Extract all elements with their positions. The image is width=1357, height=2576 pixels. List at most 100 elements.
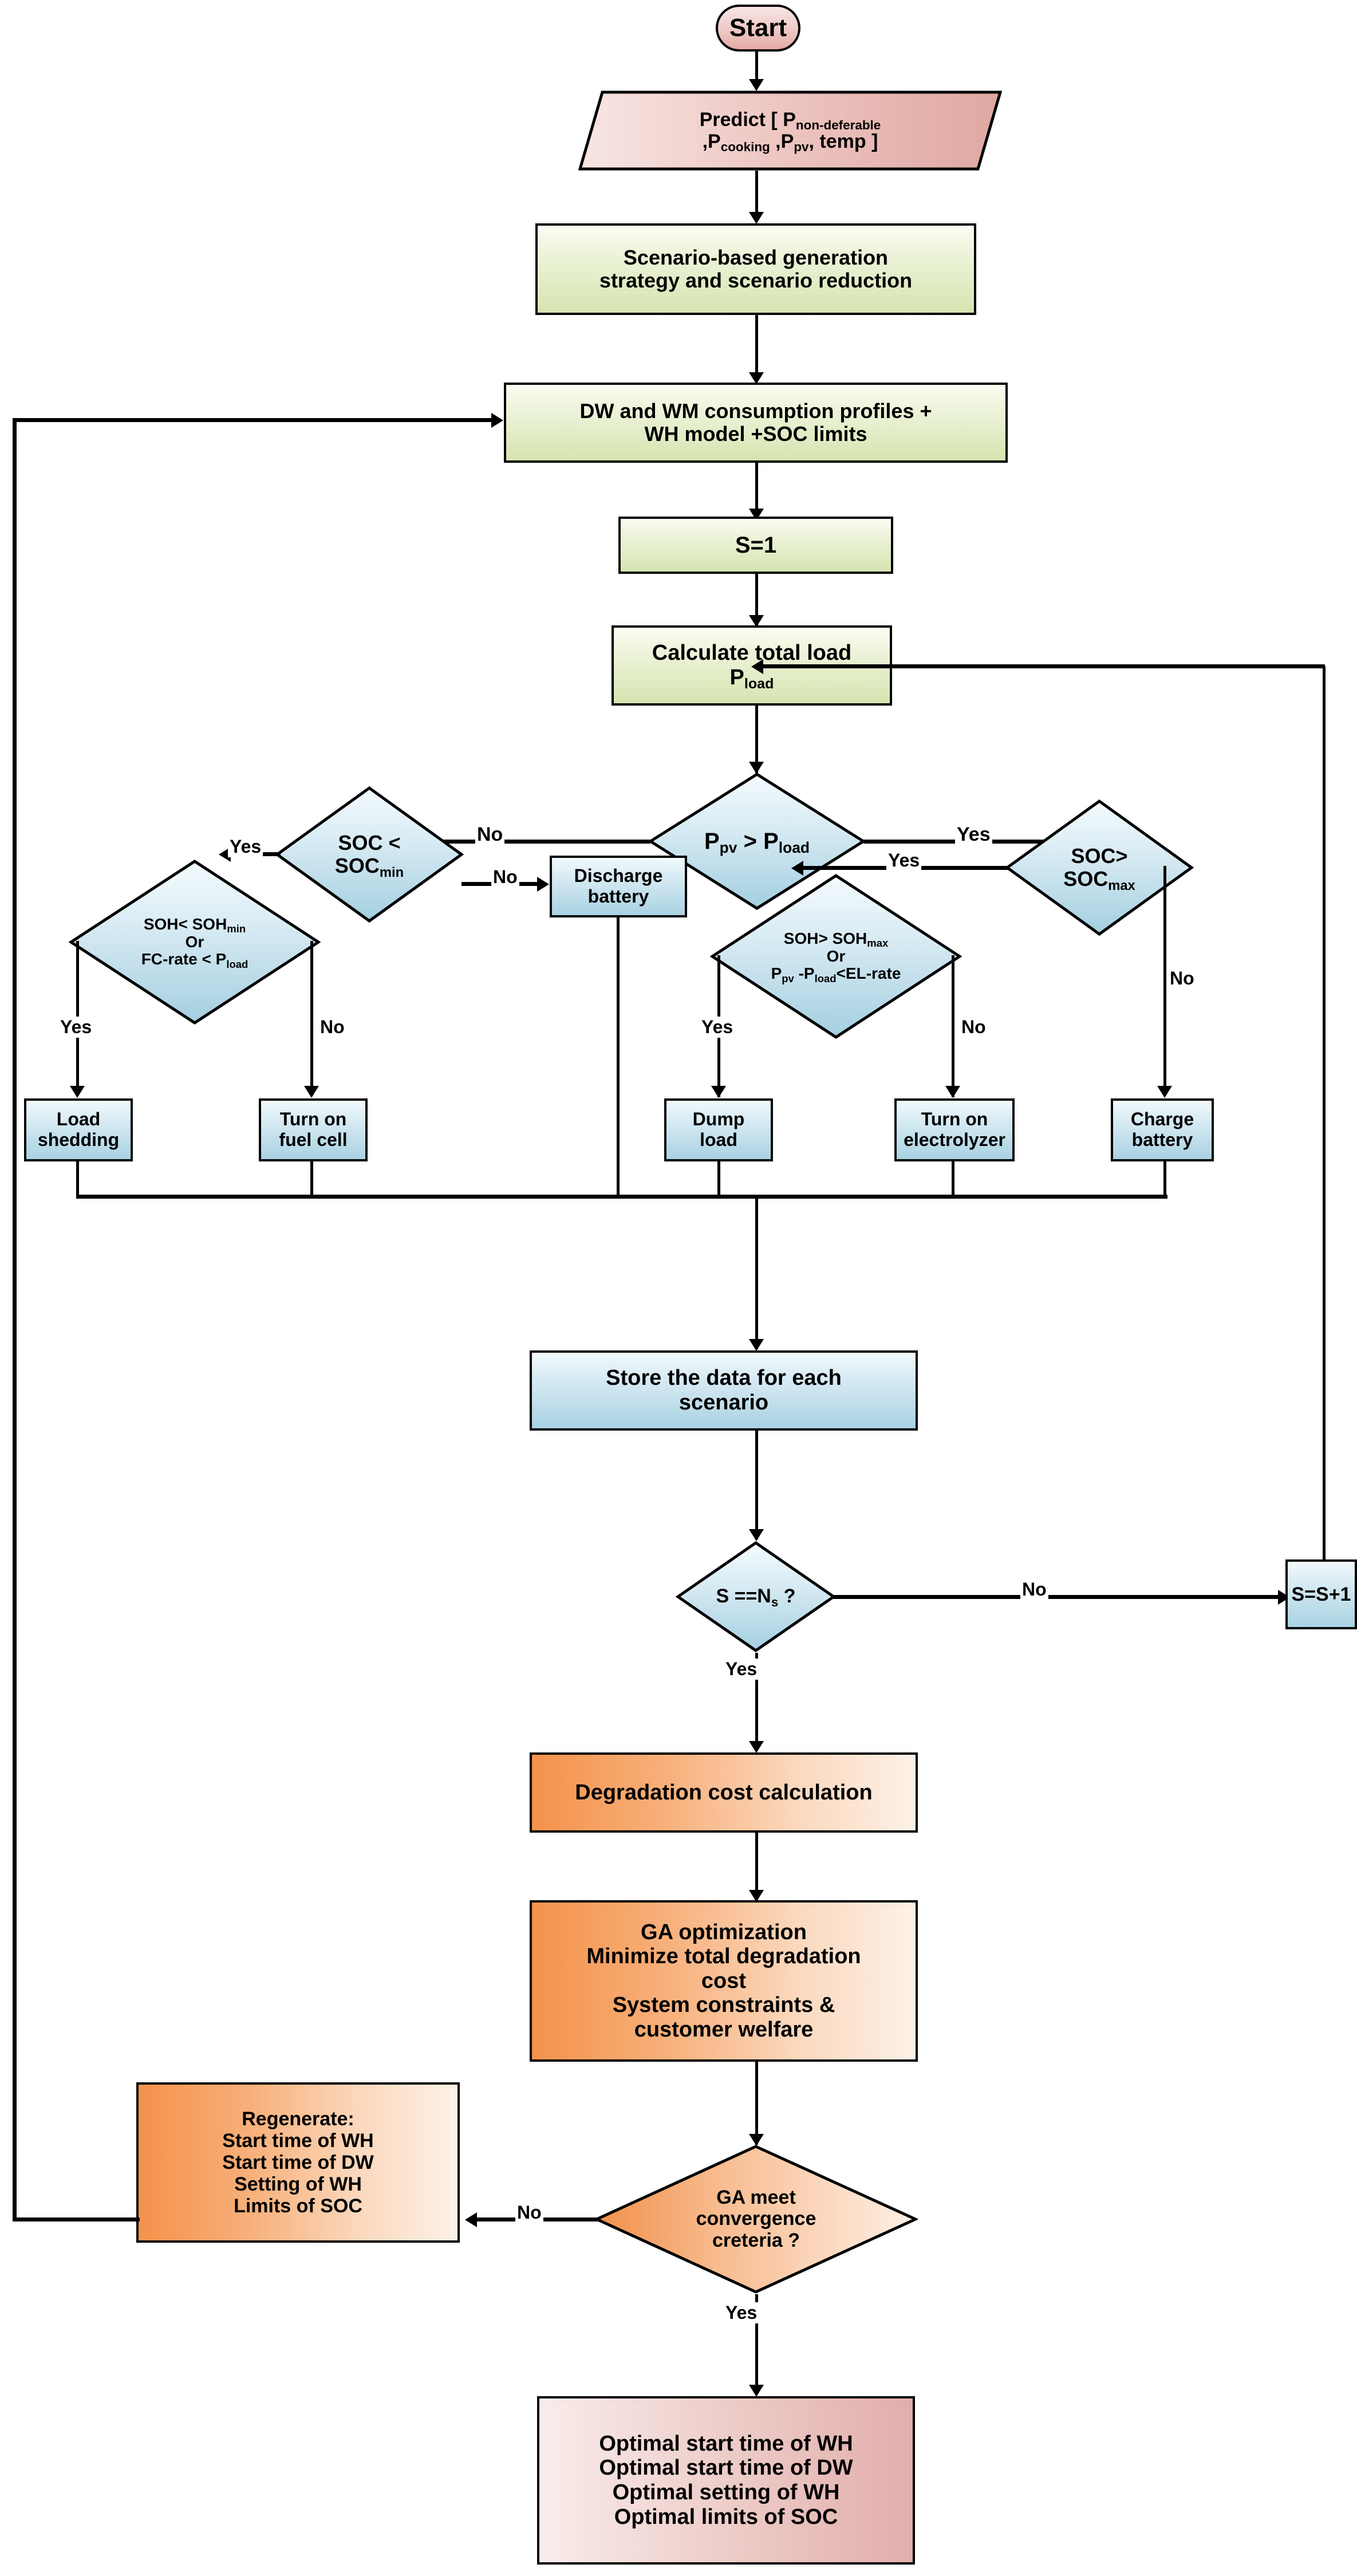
node-store-data[interactable]: Store the data for each scenario (530, 1350, 918, 1431)
edge-fuelcell-down (310, 1161, 313, 1198)
label-sns-no: No (1020, 1579, 1048, 1600)
predict-sub2a: cooking (720, 140, 770, 155)
scenario-line1: Scenario-based generation (623, 245, 889, 269)
node-decision-s-equals-ns[interactable]: S ==Ns ? (676, 1541, 836, 1653)
arrowhead-sohmax-no (945, 1086, 960, 1098)
edge-sns-yes-vertical (755, 1653, 758, 1750)
socmax-sub: max (1108, 877, 1135, 893)
node-ga-optimization[interactable]: GA optimization Minimize total degradati… (530, 1900, 918, 2062)
predict-sub2b: pv (794, 140, 809, 155)
node-load-shedding[interactable]: Load shedding (24, 1098, 133, 1161)
node-decision-soh-gt-max[interactable]: SOH> SOHmax Or Ppv -Pload<EL-rate (710, 873, 962, 1039)
node-s-init[interactable]: S=1 (618, 517, 893, 574)
sns-t1: S ==N (716, 1585, 771, 1608)
arrowhead-scenario-to-profiles (749, 372, 764, 384)
edge-regenerate-up-vertical (13, 418, 17, 2219)
edge-degradation-to-ga (755, 1833, 758, 1901)
edge-sinit-to-calcload (755, 574, 758, 625)
node-regenerate[interactable]: Regenerate: Start time of WH Start time … (136, 2082, 460, 2243)
edge-loadshedding-down (76, 1161, 79, 1198)
label-socmax-yes: Yes (886, 850, 922, 871)
arrowhead-socmin-yes (219, 847, 231, 862)
edge-start-to-predict (755, 50, 758, 84)
sohmin-l1a: SOH< SOH (143, 915, 227, 933)
sns-t2: ? (778, 1585, 796, 1608)
predict-line2b: ,P (770, 131, 794, 152)
label-ppv-yes: Yes (955, 824, 992, 846)
edge-merge-to-store (755, 1195, 758, 1349)
node-decision-soh-lt-min[interactable]: SOH< SOHmin Or FC-rate < Pload (69, 859, 321, 1025)
sohmax-sub1: max (867, 936, 889, 949)
regen-line5: Limits of SOC (234, 2195, 362, 2217)
node-scenario-generation[interactable]: Scenario-based generation strategy and s… (535, 223, 976, 315)
arrowhead-sns-yes (749, 1741, 764, 1753)
arrowhead-store-to-sns (749, 1529, 764, 1541)
label-socmin-yes: Yes (228, 836, 263, 857)
sohmax-l3b: -P (794, 964, 815, 983)
optimal-line4: Optimal limits of SOC (614, 2504, 838, 2529)
node-decision-soc-gt-max[interactable]: SOC> SOCmax (1005, 799, 1194, 936)
edge-profiles-to-sinit (755, 463, 758, 513)
regen-line4: Setting of WH (234, 2173, 362, 2196)
sohmin-line2: Or (185, 932, 204, 951)
node-decision-ppv-gt-pload[interactable]: Ppv > Pload (648, 772, 866, 911)
decision-sohmin-text: SOH< SOHmin Or FC-rate < Pload (69, 859, 321, 1025)
node-discharge-battery[interactable]: Discharge battery (550, 856, 687, 917)
node-turn-on-fuel-cell[interactable]: Turn on fuel cell (259, 1098, 368, 1161)
decision-ga-text: GA meet convergence creteria ? (594, 2144, 918, 2294)
label-sohmax-yes: Yes (700, 1017, 735, 1038)
diamond-shape (676, 1541, 836, 1653)
sohmax-line2: Or (826, 947, 846, 965)
node-turn-on-electrolyzer[interactable]: Turn on electrolyzer (894, 1098, 1015, 1161)
node-s-increment[interactable]: S=S+1 (1285, 1559, 1357, 1629)
predict-line1: Predict [ P (699, 108, 796, 131)
socmin-line2: SOCmin (334, 854, 404, 880)
decision-soc-min-text: SOC < SOCmin (275, 786, 464, 923)
label-ppv-no: No (475, 824, 505, 846)
arrowhead-predict-to-scenario (749, 212, 764, 224)
edge-sohmin-no-vertical (310, 941, 313, 1096)
edge-store-to-sns (755, 1431, 758, 1539)
gaopt-line2: Minimize total degradation (586, 1944, 861, 1969)
diamond-shape (648, 773, 866, 910)
edge-scenario-to-profiles (755, 315, 758, 378)
optimal-line2: Optimal start time of DW (599, 2456, 853, 2480)
fuelcell-line2: fuel cell (279, 1129, 348, 1150)
gaopt-line4: System constraints & (612, 1993, 835, 2018)
node-charge-battery[interactable]: Charge battery (1111, 1098, 1214, 1161)
calcload-line2: Pload (730, 665, 774, 692)
arrowhead-merge-to-store (749, 1339, 764, 1351)
sohmax-line3: Ppv -Pload<EL-rate (771, 964, 901, 984)
regen-line3: Start time of DW (222, 2151, 374, 2173)
label-sns-yes: Yes (724, 1659, 759, 1680)
discharge-line1: Discharge (574, 865, 663, 887)
sohmin-line1: SOH< SOHmin (143, 915, 246, 935)
label-ga-no: No (515, 2202, 543, 2223)
sohmax-sub3b: load (814, 972, 837, 984)
node-predict-text: Predict [ Pnon-deferable ,Pcooking ,Ppv,… (578, 108, 1002, 155)
node-start-label: Start (729, 14, 787, 42)
node-decision-soc-lt-min[interactable]: SOC < SOCmin (275, 786, 464, 923)
node-predict[interactable]: Predict [ Pnon-deferable ,Pcooking ,Ppv,… (578, 90, 1002, 171)
node-decision-ga-convergence[interactable]: GA meet convergence creteria ? (594, 2144, 918, 2294)
arrowhead-sohmax-yes (711, 1086, 726, 1098)
label-socmax-no: No (1168, 968, 1196, 989)
edge-discharge-down (617, 917, 620, 1198)
node-consumption-profiles[interactable]: DW and WM consumption profiles + WH mode… (504, 383, 1008, 463)
node-start[interactable]: Start (716, 5, 800, 52)
arrowhead-regenerate-feedback (491, 413, 503, 428)
sohmax-l3c: <EL-rate (836, 964, 901, 983)
node-dump-load[interactable]: Dump load (664, 1098, 773, 1161)
sohmax-l3a: P (771, 964, 782, 983)
node-degradation-cost[interactable]: Degradation cost calculation (530, 1752, 918, 1833)
sohmax-sub3a: pv (782, 972, 794, 984)
node-optimal-results[interactable]: Optimal start time of WH Optimal start t… (537, 2396, 915, 2565)
socmax-line1: SOC> (1071, 844, 1128, 868)
socmin-l2a: SOC (334, 854, 380, 877)
scenario-line2: strategy and scenario reduction (599, 269, 913, 292)
gadec-line2: convergence (696, 2208, 816, 2230)
regen-line2: Start time of WH (222, 2129, 374, 2152)
dumpload-line2: load (700, 1129, 737, 1150)
calcload-sub: load (744, 676, 774, 692)
